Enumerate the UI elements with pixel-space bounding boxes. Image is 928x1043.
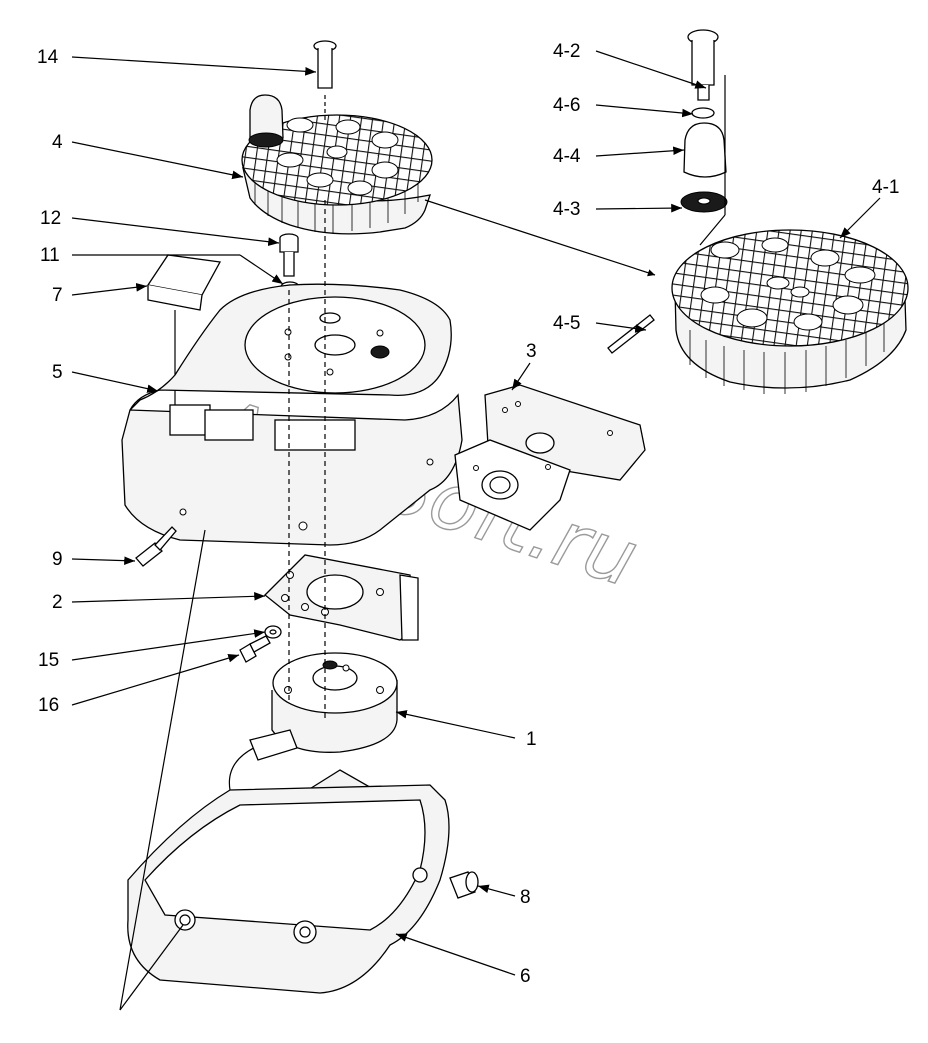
part-4-6-ring — [691, 107, 715, 119]
part-1-sensor — [271, 652, 398, 753]
callout-8: 8 — [520, 887, 531, 908]
part-8-sleeve — [449, 871, 479, 899]
callout-2: 2 — [52, 592, 63, 613]
callout-4-6: 4-6 — [553, 95, 580, 116]
part-3-clamp — [454, 384, 646, 531]
callout-11: 11 — [40, 245, 60, 266]
callout-14: 14 — [37, 47, 59, 68]
part-9-screw — [135, 526, 177, 567]
callout-4: 4 — [52, 132, 63, 153]
part-4-4-bullet — [683, 122, 727, 178]
callout-7: 7 — [52, 285, 63, 306]
callout-4-1: 4-1 — [872, 177, 899, 198]
callout-1: 1 — [526, 729, 537, 750]
callout-4-5: 4-5 — [553, 313, 580, 334]
part-4-1-knob-detail — [671, 229, 909, 394]
callout-6: 6 — [520, 966, 531, 987]
part-4-5-pin — [607, 314, 655, 354]
part-2-bracket — [264, 554, 419, 641]
callout-5: 5 — [52, 362, 63, 383]
part-5-housing — [121, 283, 463, 546]
part-4-2-pin — [687, 29, 719, 101]
part-7-cap — [146, 254, 222, 420]
callout-9: 9 — [52, 549, 63, 570]
part-4-3-nut — [680, 191, 728, 213]
part-6-cover — [127, 784, 450, 994]
part-15-washer — [264, 625, 282, 639]
part-4-knob — [241, 94, 433, 235]
callout-4-3: 4-3 — [553, 199, 580, 220]
callout-3: 3 — [526, 341, 537, 362]
callout-15: 15 — [38, 650, 59, 671]
part-14-screw — [313, 40, 337, 120]
leader-lines — [71, 50, 881, 1011]
callout-16: 16 — [38, 695, 59, 716]
callout-12: 12 — [40, 208, 61, 229]
callout-4-2: 4-2 — [553, 41, 580, 62]
part-16-bolt — [239, 635, 271, 663]
callout-4-4: 4-4 — [553, 146, 581, 167]
part-12-screw — [279, 233, 299, 277]
